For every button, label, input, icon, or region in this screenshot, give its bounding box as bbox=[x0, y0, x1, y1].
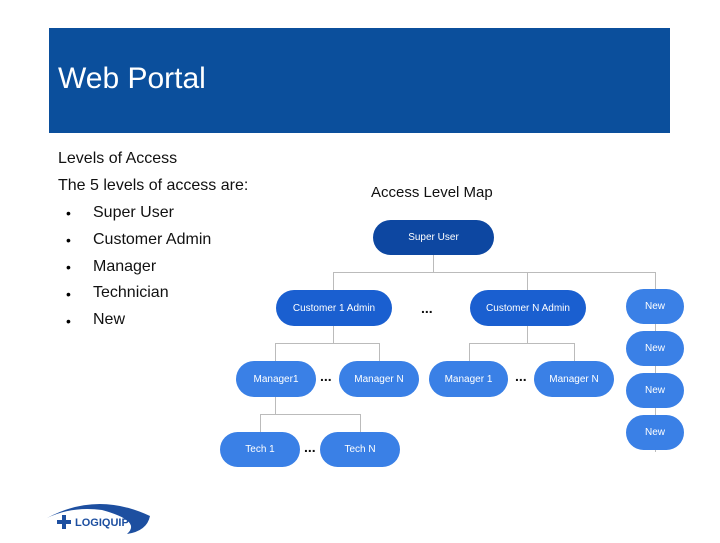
node-manager-1: Manager 1 bbox=[429, 361, 508, 397]
intro-text: The 5 levels of access are: bbox=[58, 177, 249, 194]
ellipsis: ... bbox=[320, 368, 332, 384]
node-manager-n: Manager N bbox=[339, 361, 419, 397]
ellipsis: ... bbox=[304, 439, 316, 455]
level-item: Customer Admin bbox=[93, 231, 212, 248]
level-item: New bbox=[93, 311, 126, 328]
logo-swoosh-icon: LOGIQUIP bbox=[47, 503, 150, 534]
ellipsis: ... bbox=[515, 368, 527, 384]
svg-text:LOGIQUIP: LOGIQUIP bbox=[75, 517, 129, 529]
title-banner: Web Portal bbox=[49, 28, 670, 133]
node-customer-n-admin: Customer N Admin bbox=[470, 290, 586, 326]
node-tech-n: Tech N bbox=[320, 432, 400, 467]
node-tech-1: Tech 1 bbox=[220, 432, 300, 467]
logiquip-logo: LOGIQUIP bbox=[42, 496, 154, 538]
node-manager-1: Manager1 bbox=[236, 361, 316, 397]
level-item: Super User bbox=[93, 204, 174, 221]
node-new: New bbox=[626, 289, 684, 324]
ellipsis: ... bbox=[421, 300, 433, 316]
level-item: Manager bbox=[93, 258, 157, 275]
bullet-icon: • bbox=[66, 232, 71, 248]
bullet-icon: • bbox=[66, 205, 71, 221]
node-new: New bbox=[626, 331, 684, 366]
bullet-icon: • bbox=[66, 313, 71, 329]
node-customer-1-admin: Customer 1 Admin bbox=[276, 290, 392, 326]
bullet-icon: • bbox=[66, 259, 71, 275]
node-new: New bbox=[626, 415, 684, 450]
node-manager-n: Manager N bbox=[534, 361, 614, 397]
section-heading: Levels of Access bbox=[58, 150, 178, 167]
map-title: Access Level Map bbox=[371, 184, 493, 201]
bullet-icon: • bbox=[66, 286, 71, 302]
node-new: New bbox=[626, 373, 684, 408]
node-super-user: Super User bbox=[373, 220, 494, 255]
page-title: Web Portal bbox=[58, 62, 206, 95]
level-item: Technician bbox=[93, 284, 169, 301]
